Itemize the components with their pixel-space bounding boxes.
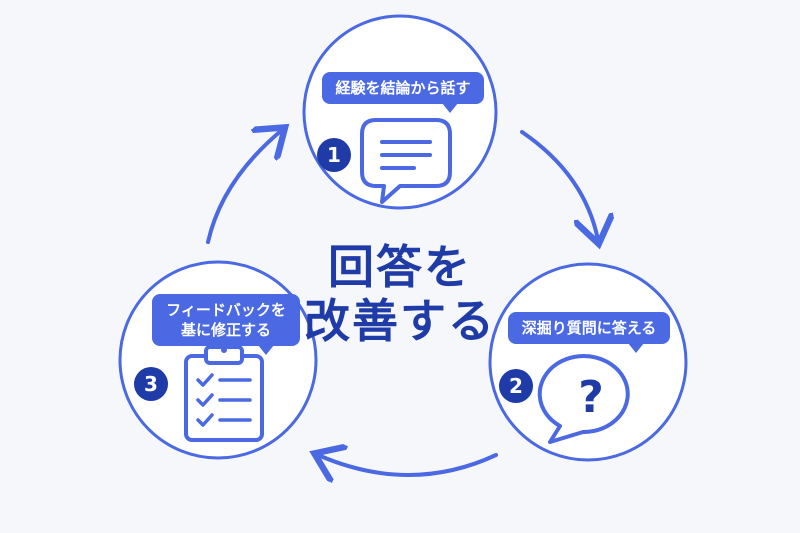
arrow-1-to-2 xyxy=(520,130,598,240)
step-3-label-line-2: 基に修正する xyxy=(180,321,271,339)
arrow-2-to-3 xyxy=(318,455,498,475)
center-title-line-2: 改善する xyxy=(304,294,496,348)
arrow-3-to-1 xyxy=(206,130,282,244)
step-3-number-badge: 3 xyxy=(134,367,168,401)
chat-bubble-icon xyxy=(360,118,452,204)
step-3-number: 3 xyxy=(144,372,158,396)
step-2-label: 深掘り質問に答える xyxy=(521,319,657,337)
center-title-line-1: 回答を xyxy=(328,240,472,294)
question-bubble-icon: ? xyxy=(537,354,630,444)
step-3-label-line-1: フィードバックを xyxy=(166,301,286,319)
clipboard-checklist-icon xyxy=(184,345,264,442)
step-1-label-bubble: 経験を結論から話す xyxy=(322,72,484,113)
step-3-label-bubble: フィードバックを 基に修正する xyxy=(152,294,300,355)
circle-step-1 xyxy=(302,14,498,210)
center-title: 回答を 改善する xyxy=(300,240,500,348)
step-2-number-badge: 2 xyxy=(499,369,533,403)
step-1-label: 経験を結論から話す xyxy=(335,79,471,97)
step-2-number: 2 xyxy=(509,374,523,398)
step-1-number-badge: 1 xyxy=(317,138,351,172)
step-2-label-bubble: 深掘り質問に答える xyxy=(508,312,670,353)
step-1-number: 1 xyxy=(327,143,341,167)
svg-text:?: ? xyxy=(578,372,604,423)
